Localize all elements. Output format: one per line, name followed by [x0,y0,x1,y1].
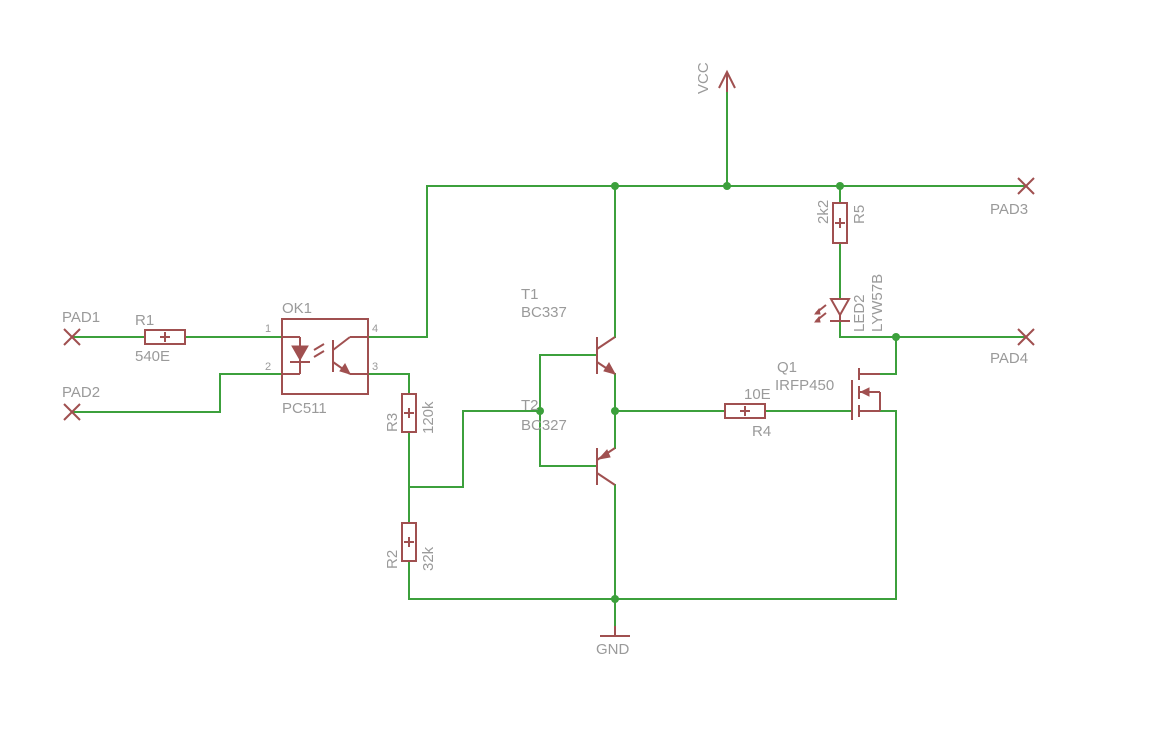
r4-name: R4 [752,423,771,440]
q1-value: IRFP450 [775,377,834,394]
junction-rail-r5 [836,182,844,190]
r1-name: R1 [135,312,154,329]
q1-body-arrow-icon [859,387,870,397]
resistor-r2: R2 32k [384,522,437,571]
t2-value: BC327 [521,417,567,434]
wire-ok1-pin4-rail [367,185,616,338]
pad4-label: PAD4 [990,350,1028,367]
junction-rail-t1 [611,182,619,190]
r5-value: 2k2 [815,200,832,224]
gnd-label: GND [596,641,630,658]
resistor-r5: 2k2 R5 [815,200,868,244]
pad2-label: PAD2 [62,384,100,401]
ok1-pin-1: 1 [265,323,271,335]
t2-emitter-arrow-icon [597,449,611,460]
ok1-pin-4: 4 [372,323,378,335]
ok1-pin-2: 2 [265,361,271,373]
t1-emitter-arrow-icon [603,362,617,375]
led2-name: LED2 [851,294,868,332]
transistor-t2: T2 BC327 [521,397,616,486]
junction-rail-vcc [723,182,731,190]
ok1-pin-3: 3 [372,361,378,373]
pad1-marker [63,328,81,346]
r3-value: 120k [420,401,437,434]
ok1-value: PC511 [282,400,327,417]
junction-emitters [611,407,619,415]
r1-value: 540E [135,348,170,365]
wire-source-gnd [879,410,897,600]
wire-r2-gnd [408,560,897,600]
vcc-symbol: VCC [695,62,736,94]
q1-name: Q1 [777,359,797,376]
junction-gnd [611,595,619,603]
pad2-marker [63,403,81,421]
junctions [536,182,900,603]
r5-name: R5 [851,205,868,224]
mosfet-q1: Q1 IRFP450 [775,359,881,420]
pad1-label: PAD1 [62,309,100,326]
optocoupler-ok1: 1 2 3 4 OK1 PC511 [265,300,378,417]
pad3-marker [1017,177,1035,195]
led2-value: LYW57B [869,274,886,332]
junction-bases [536,407,544,415]
wire-led-drain [839,320,1026,338]
wire-drain-q1 [879,336,897,375]
wires [71,77,1026,637]
ok1-light-arrows-icon [313,343,325,358]
wire-ok1-pin3-r3 [367,373,410,395]
t2-name: T2 [521,397,539,414]
led-led2: LED2 LYW57B [813,274,886,332]
t1-name: T1 [521,286,539,303]
wire-divider-bases [408,410,541,488]
pads: PAD1 PAD2 PAD3 PAD4 [62,177,1035,421]
resistor-r1: R1 540E [135,312,186,365]
transistor-t1: T1 BC337 [521,286,617,375]
junction-drain [892,333,900,341]
r2-value: 32k [420,546,437,571]
t1-value: BC337 [521,304,567,321]
r2-name: R2 [384,550,401,569]
resistor-r3: R3 120k [384,393,437,434]
r4-value: 10E [744,386,771,403]
ok1-led-triangle-icon [291,345,309,362]
pad4-marker [1017,328,1035,346]
wire-pad2-ok1 [71,373,283,413]
ok1-name: OK1 [282,300,312,317]
gnd-symbol: GND [596,626,630,658]
pad3-label: PAD3 [990,201,1028,218]
led2-triangle-icon [829,298,851,318]
wire-base-bus [539,354,598,467]
r3-name: R3 [384,413,401,432]
ok1-emitter-arrow-icon [339,363,351,375]
resistor-r4: 10E R4 [724,386,771,440]
vcc-label: VCC [695,62,712,94]
